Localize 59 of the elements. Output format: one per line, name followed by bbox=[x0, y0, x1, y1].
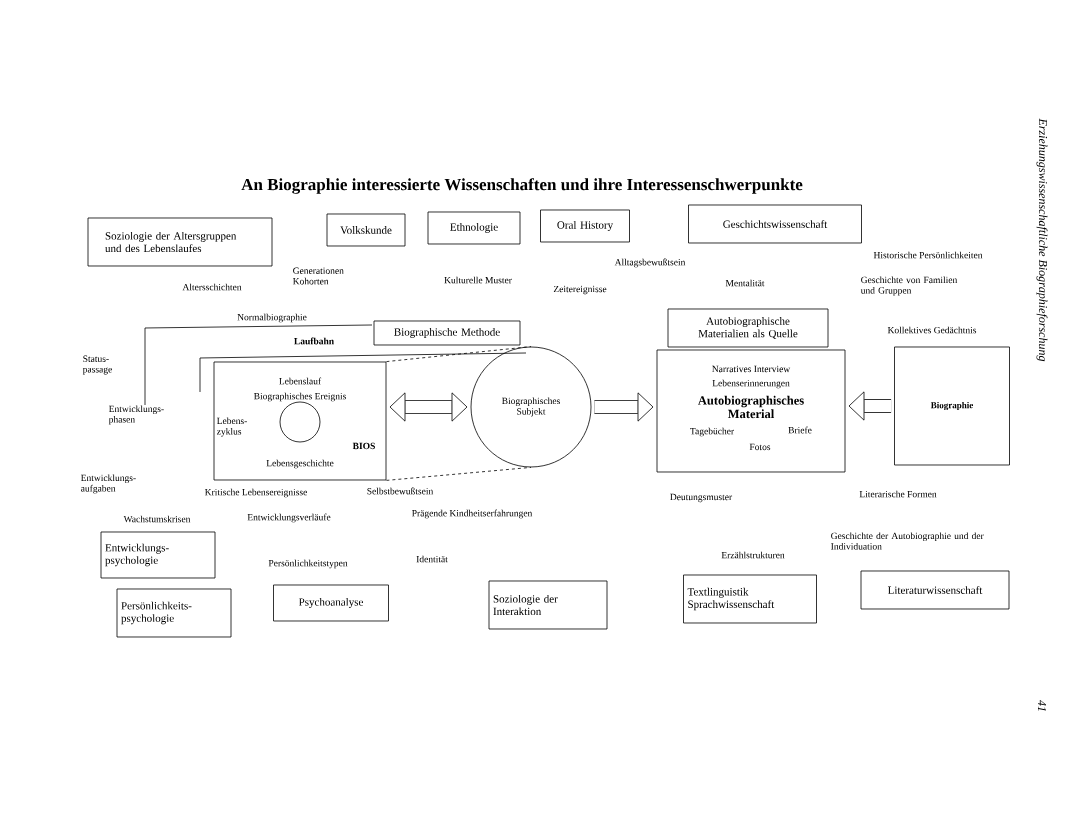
title: An Biographie interessierte Wissenschaften und ihre Interessenschwerpunkte bbox=[241, 178, 803, 194]
label: Altersschichten bbox=[182, 283, 242, 291]
box-text: Lebensgeschichte bbox=[266, 459, 334, 469]
subject-box: Soziologie der Altersgruppen und des Lebenslaufes bbox=[87, 217, 273, 267]
box-text: Biographisches Ereignis bbox=[253, 392, 346, 402]
label: Alltagsbewußtsein bbox=[614, 258, 686, 268]
box-text: Autobiographisches Material bbox=[698, 395, 804, 419]
box-text: Fotos bbox=[749, 443, 771, 451]
box-text: BIOS bbox=[352, 442, 375, 450]
box-text: Narratives Interview bbox=[712, 365, 791, 373]
subject-box: Persönlichkeits- psychologie bbox=[116, 588, 232, 638]
subject-box: Entwicklungs- psychologie bbox=[100, 531, 216, 579]
subject-box: Oral History bbox=[540, 209, 630, 243]
subject-box: Textlinguistik Sprachwissenschaft bbox=[683, 574, 817, 624]
label: Wachstumskrisen bbox=[123, 515, 191, 523]
label: Prägende Kindheitserfahrungen bbox=[412, 509, 533, 519]
subject-box: Autobiographische Materialien als Quelle bbox=[667, 308, 829, 348]
label: Kollektives Gedächtnis bbox=[887, 326, 977, 334]
label: Generationen Kohorten bbox=[292, 267, 344, 285]
dashed-line bbox=[386, 467, 532, 481]
page-number: 41 bbox=[1038, 700, 1046, 711]
subject-box: Geschichtswissenschaft bbox=[688, 204, 862, 244]
dashed-line bbox=[386, 346, 532, 362]
inner-circle bbox=[279, 401, 321, 443]
subject-box: Ethnologie bbox=[427, 211, 521, 245]
label: Entwicklungs- phasen bbox=[108, 405, 164, 425]
label: Geschichte von Familien und Gruppen bbox=[860, 276, 958, 296]
label: Deutungsmuster bbox=[670, 493, 733, 503]
subject-box: Literaturwissenschaft bbox=[860, 570, 1010, 610]
running-header: Erziehungswissenschaftliche Biographieforschung bbox=[1036, 118, 1048, 362]
subject-box: Psychoanalyse bbox=[273, 584, 389, 622]
label: Entwicklungsverläufe bbox=[247, 513, 331, 523]
box-text: Briefe bbox=[788, 426, 812, 434]
label: Laufbahn bbox=[294, 337, 334, 345]
label: Selbstbewußtsein bbox=[367, 487, 434, 495]
label: Normalbiographie bbox=[237, 313, 307, 323]
label: Persönlichkeitstypen bbox=[268, 559, 348, 569]
label: Kulturelle Muster bbox=[444, 276, 512, 284]
box-text: Lebens- zyklus bbox=[216, 417, 247, 437]
subject-box: Biographische Methode bbox=[373, 320, 521, 346]
label: Zeitereignisse bbox=[553, 285, 607, 295]
subject-box: Biographie bbox=[894, 346, 1010, 466]
box-text: Tagebücher bbox=[690, 427, 734, 437]
label: Erzählstrukturen bbox=[721, 551, 785, 559]
block-arrow bbox=[594, 392, 654, 422]
subject-box: Volkskunde bbox=[326, 213, 406, 247]
box-text: Lebenserinnerungen bbox=[712, 379, 790, 389]
label: Entwicklungs- aufgaben bbox=[80, 474, 136, 494]
label: Kritische Lebensereignisse bbox=[204, 488, 307, 498]
label: Literarische Formen bbox=[859, 490, 937, 498]
label: Historische Persönlichkeiten bbox=[873, 251, 983, 259]
label: Mentalität bbox=[725, 279, 765, 287]
label: Geschichte der Autobiographie und der Individuation bbox=[831, 532, 984, 550]
box-text: Lebenslauf bbox=[279, 377, 322, 385]
label: Identität bbox=[416, 555, 448, 563]
block-arrow bbox=[848, 391, 892, 421]
subject-box: Soziologie der Interaktion bbox=[488, 580, 608, 630]
block-arrow bbox=[389, 392, 468, 422]
label: Status- passage bbox=[82, 355, 112, 375]
